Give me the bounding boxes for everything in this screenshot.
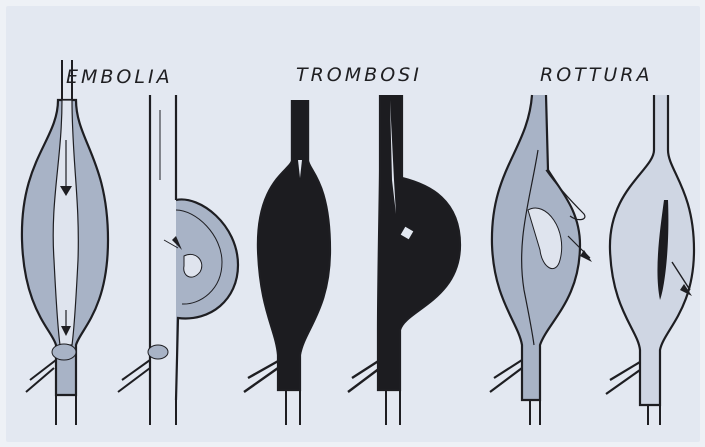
trombosi-saccular-aneurysm xyxy=(348,95,460,425)
rottura-ruptured-aneurysm xyxy=(606,95,694,425)
rottura-dissecting-aneurysm xyxy=(490,95,592,425)
embolia-saccular-aneurysm xyxy=(118,95,238,425)
trombosi-fusiform-aneurysm xyxy=(244,100,330,425)
embolia-fusiform-aneurysm xyxy=(22,60,108,425)
